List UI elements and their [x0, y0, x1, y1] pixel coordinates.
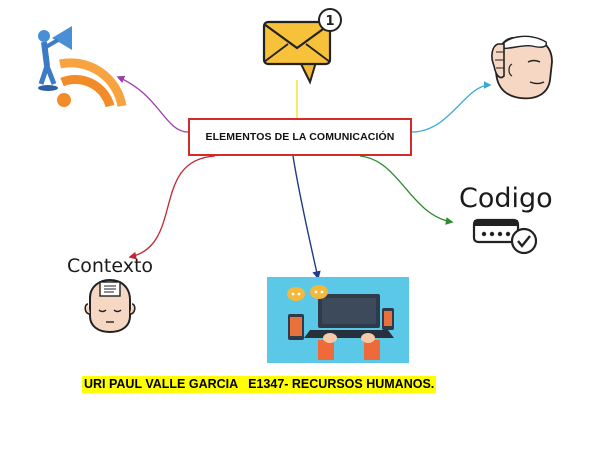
link-to-channel: [292, 155, 321, 280]
link-to-receiver: [411, 81, 492, 133]
author-caption: URI PAUL VALLE GARCIA E1347- RECURSOS HU…: [82, 376, 437, 393]
central-topic-box: ELEMENTOS DE LA COMUNICACIÓN: [188, 118, 412, 156]
central-topic-title: ELEMENTOS DE LA COMUNICACIÓN: [205, 131, 395, 143]
link-to-sender: [116, 75, 189, 133]
message-badge-count: 1: [325, 14, 334, 29]
code-label: Codigo: [459, 183, 553, 214]
link-to-code: [359, 155, 454, 225]
context-label: Contexto: [67, 255, 154, 277]
laptop-channel-icon: [267, 277, 409, 363]
link-to-context: [128, 155, 216, 260]
envelope-icon: [262, 8, 342, 85]
password-check-icon: [472, 218, 538, 255]
listening-ear-icon: [491, 35, 553, 100]
thinking-head-icon: [84, 278, 136, 334]
megaphone-broadcast-icon: [38, 26, 127, 108]
